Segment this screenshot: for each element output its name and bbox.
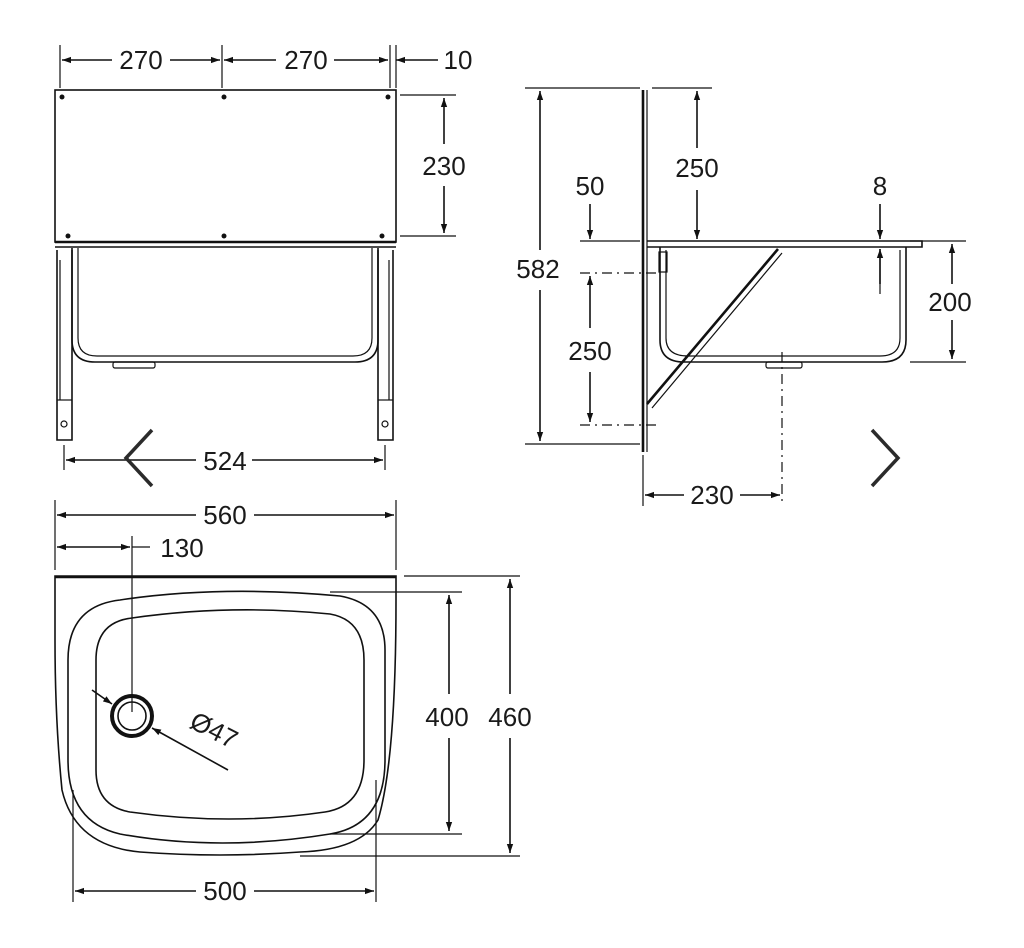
previous-image-button[interactable] xyxy=(108,418,168,498)
drain-offset-label: 230 xyxy=(690,480,733,510)
front-width-right-label: 270 xyxy=(284,45,327,75)
front-width-left-label: 270 xyxy=(119,45,162,75)
depth-label: 200 xyxy=(928,287,971,317)
inner-depth-label: 400 xyxy=(425,702,468,732)
inner-width-label: 500 xyxy=(203,876,246,906)
overall-width-label: 560 xyxy=(203,500,246,530)
drain-diameter-label: Ø47 xyxy=(185,705,242,754)
drain-position-label: 130 xyxy=(160,533,203,563)
chevron-left-icon xyxy=(123,428,154,488)
offset-label: 50 xyxy=(576,171,605,201)
top-view: 560 130 Ø47 400 xyxy=(54,500,532,906)
chevron-right-icon xyxy=(870,428,901,488)
overall-depth-label: 460 xyxy=(488,702,531,732)
rim-label: 8 xyxy=(873,171,887,201)
side-backsplash-label: 250 xyxy=(675,153,718,183)
bracket-height-label: 250 xyxy=(568,336,611,366)
front-edge-label: 10 xyxy=(444,45,473,75)
next-image-button[interactable] xyxy=(856,418,916,498)
total-height-label: 582 xyxy=(516,254,559,284)
bracket-span-label: 524 xyxy=(203,446,246,476)
front-view: 270 270 10 xyxy=(54,45,473,476)
backsplash-height-label: 230 xyxy=(422,151,465,181)
side-view: 582 250 50 250 8 2 xyxy=(516,87,972,510)
